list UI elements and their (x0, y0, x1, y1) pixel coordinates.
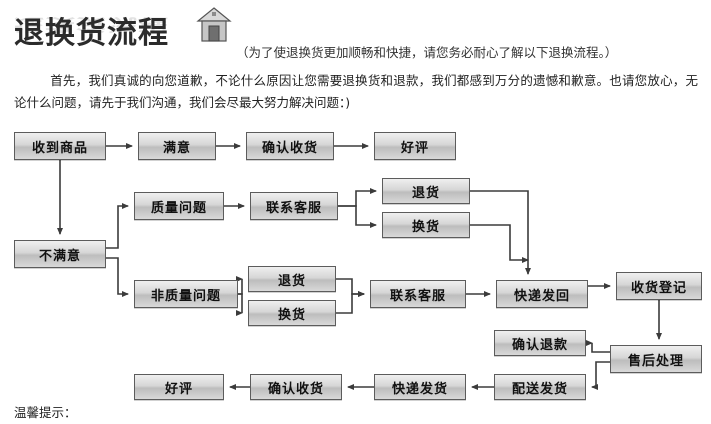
flow-node-label: 售后处理 (627, 353, 684, 369)
flow-node-label: 好评 (400, 140, 429, 156)
flow-node-n5: 质量问题 (134, 192, 224, 220)
intro-paragraph: 首先，我们真诚的向您道歉，不论什么原因让您需要退换货和退款，我们都感到万分的遗憾… (14, 70, 698, 114)
flow-node-n7: 退货 (382, 178, 470, 204)
flow-node-n2: 满意 (138, 132, 216, 160)
flow-node-n15: 收货登记 (616, 272, 702, 300)
flow-node-label: 退货 (411, 185, 440, 201)
flow-node-n11: 退货 (248, 266, 336, 292)
flow-node-n3: 确认收货 (246, 132, 334, 160)
flow-node-n19: 快递发货 (374, 374, 466, 400)
flow-node-label: 确认收货 (267, 381, 324, 397)
flow-node-label: 不满意 (38, 248, 81, 264)
flow-node-label: 好评 (164, 381, 193, 397)
flow-node-label: 质量问题 (150, 200, 207, 216)
flow-node-n16: 确认退款 (494, 330, 586, 356)
flow-node-label: 退货 (277, 273, 306, 289)
flow-node-label: 确认退款 (511, 337, 568, 353)
flow-node-label: 联系客服 (265, 200, 322, 216)
flow-node-n18: 配送发货 (494, 374, 586, 400)
flow-node-n17: 售后处理 (610, 345, 702, 373)
flow-node-label: 换货 (411, 219, 440, 235)
house-icon (196, 6, 232, 46)
flow-node-n14: 快递发回 (496, 280, 588, 308)
flow-node-n10: 非质量问题 (134, 280, 238, 308)
flow-node-n13: 联系客服 (370, 280, 466, 308)
flow-node-n12: 换货 (248, 300, 336, 326)
page-subtitle: （为了使退换货更加顺畅和快捷，请您务必耐心了解以下退换流程。） (236, 45, 618, 60)
flow-node-label: 配送发货 (511, 381, 568, 397)
flow-node-label: 收到商品 (31, 140, 88, 156)
flow-node-n9: 不满意 (14, 240, 106, 268)
intro-text: 首先，我们真诚的向您道歉，不论什么原因让您需要退换货和退款，我们都感到万分的遗憾… (14, 73, 698, 110)
flow-node-label: 满意 (162, 140, 191, 156)
flow-node-label: 非质量问题 (150, 288, 221, 304)
flow-node-n21: 好评 (134, 374, 224, 400)
flow-node-label: 联系客服 (389, 288, 446, 304)
flow-node-label: 换货 (277, 307, 306, 323)
flow-node-n4: 好评 (374, 132, 456, 160)
flow-node-n8: 换货 (382, 212, 470, 238)
footer-note: 温馨提示： (14, 405, 77, 420)
page-title: 退换货流程 (14, 16, 169, 51)
flow-node-label: 快递发回 (513, 288, 570, 304)
flow-node-n1: 收到商品 (14, 132, 106, 160)
flow-node-label: 快递发货 (391, 381, 448, 397)
flow-node-n20: 确认收货 (250, 374, 342, 400)
flow-node-n6: 联系客服 (250, 192, 338, 220)
flow-node-label: 确认收货 (261, 140, 318, 156)
flow-node-label: 收货登记 (630, 280, 687, 296)
